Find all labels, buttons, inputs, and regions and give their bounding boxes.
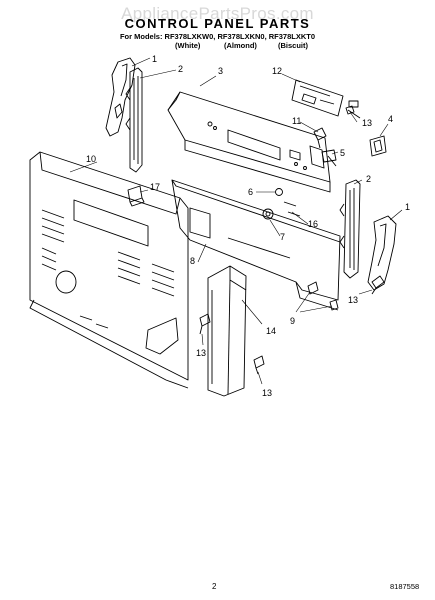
part-11-clip [313,127,327,149]
callout-9: 9 [290,316,295,326]
callout-4: 4 [388,114,393,124]
callout-17: 17 [150,182,160,192]
part-12-control-overlay [291,79,359,117]
callout-13-top: 13 [362,118,372,128]
callout-5: 5 [340,148,345,158]
callout-2-right: 2 [366,174,371,184]
part-16-screw [283,201,301,217]
callout-11: 11 [292,116,301,126]
part-8-control-panel-rear-support [171,179,341,311]
page-number: 2 [212,582,217,591]
callout-13-bottom: 13 [262,388,272,398]
leader-lines [69,57,403,385]
callout-13-lower-left: 13 [196,348,206,358]
part-1-left-side-trim [105,57,136,137]
variant-biscuit: (Biscuit) [278,41,308,50]
part-6-knob-clip [275,188,283,196]
callout-12: 12 [272,66,282,76]
callout-1-right: 1 [405,202,410,212]
part-5-connector [321,149,337,167]
part-10-rear-cover-panel [29,151,189,389]
callout-13-right: 13 [348,295,358,305]
callout-6: 6 [248,187,253,197]
callout-3: 3 [218,66,223,76]
document-number: 8187558 [390,582,420,591]
callout-8: 8 [190,256,195,266]
part-4-switch [369,135,387,157]
part-2-right-side-bracket [339,179,361,279]
callout-14: 14 [266,326,276,336]
model-list: For Models: RF378LXKW0, RF378LXKN0, RF37… [119,32,316,41]
part-14-side-panel [207,265,247,397]
callout-7: 7 [280,232,285,242]
part-13-screw-top [345,105,361,119]
callout-10: 10 [86,154,96,164]
part-7-knob [262,208,274,220]
part-13-screw-bottom [253,355,265,375]
watermark: AppliancePartsPros.com [121,4,314,23]
part-13-screw-lower-left [199,313,211,335]
part-1-right-side-trim [367,215,397,291]
callout-16: 16 [308,219,318,229]
part-13-screw-right [371,275,385,295]
variant-almond: (Almond) [224,41,257,50]
part-2-left-side-bracket [125,67,143,173]
callout-2-left: 2 [178,64,183,74]
page-title: CONTROL PANEL PARTS [124,16,311,31]
part-17-bracket [127,185,145,207]
variant-white: (White) [175,41,201,50]
callout-1-left: 1 [152,54,157,64]
callout-labels: 1 2 3 12 13 11 4 5 6 10 17 2 1 7 16 8 9 … [86,54,410,398]
part-9-screw [307,281,339,311]
part-3-control-panel [167,91,331,193]
